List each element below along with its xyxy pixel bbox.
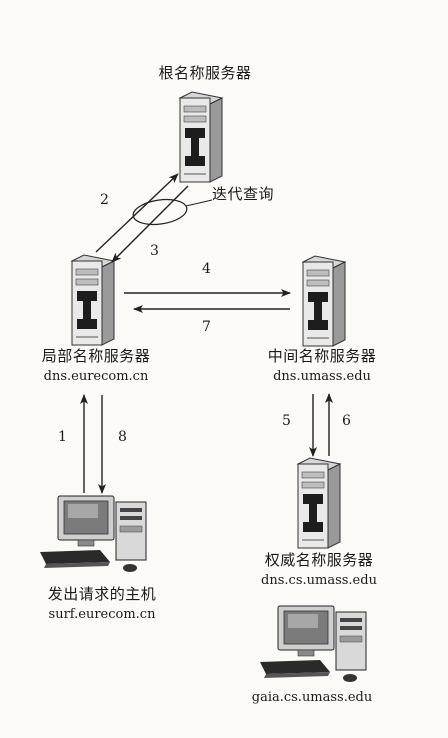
requesting-host-title: 发出请求的主机	[47, 585, 157, 603]
annotation-leader-line	[185, 199, 213, 207]
step-8-label: 8	[118, 429, 127, 445]
desktop-computer-icon	[39, 495, 147, 573]
root-server-title: 根名称服务器	[158, 64, 252, 82]
arrow-step-2	[95, 173, 179, 253]
authoritative-server-title: 权威名称服务器	[264, 551, 374, 569]
target-host-domain: gaia.cs.umass.edu	[251, 690, 373, 705]
step-6-label: 6	[342, 413, 351, 429]
server-tower-icon	[179, 91, 223, 183]
step-2-label: 2	[100, 192, 109, 208]
server-tower-icon	[302, 255, 346, 347]
iterative-query-label: 迭代查询	[212, 185, 275, 203]
iterative-query-ellipse	[132, 198, 188, 226]
server-tower-icon	[297, 457, 341, 549]
local-server-domain: dns.eurecom.cn	[43, 369, 149, 384]
intermediate-server-title: 中间名称服务器	[267, 347, 377, 365]
step-1-label: 1	[58, 429, 67, 445]
step-3-label: 3	[150, 243, 159, 259]
intermediate-server-domain: dns.umass.edu	[273, 369, 371, 384]
step-4-label: 4	[202, 261, 211, 277]
step-7-label: 7	[202, 319, 211, 335]
step-5-label: 5	[282, 413, 291, 429]
desktop-computer-icon	[259, 605, 367, 683]
authoritative-server-domain: dns.cs.umass.edu	[261, 573, 377, 588]
local-server-title: 局部名称服务器	[41, 347, 151, 365]
requesting-host-domain: surf.eurecom.cn	[48, 607, 156, 622]
server-tower-icon	[71, 254, 115, 346]
